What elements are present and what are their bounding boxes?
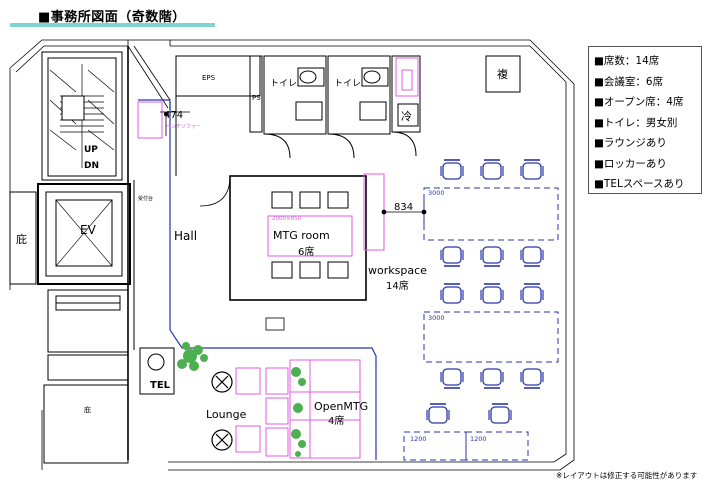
workspace-desks <box>403 187 559 461</box>
plants <box>177 342 306 457</box>
office-chair <box>440 246 464 267</box>
workspace-seats-label: 14席 <box>386 279 409 292</box>
tel-booth <box>139 347 175 395</box>
bench-sofa <box>137 101 163 139</box>
office-chair <box>440 283 464 304</box>
info-item-seats: ■席数：14席 <box>594 55 660 67</box>
office-chair <box>480 246 504 267</box>
mtg-room <box>199 173 385 301</box>
desk-size-d-label: 1200 <box>470 435 487 443</box>
fuku-label: 複 <box>497 67 508 81</box>
niwa-left-label: 庇 <box>16 232 27 246</box>
office-chair <box>520 283 544 304</box>
office-chair <box>440 368 464 389</box>
tel-label: TEL <box>150 380 171 391</box>
exterior-wall-hatching <box>9 39 575 471</box>
open-mtg-seats-label: 4席 <box>328 414 344 427</box>
service-furniture <box>395 57 419 97</box>
open-mtg-label: OpenMTG <box>314 400 368 413</box>
office-chair <box>480 368 504 389</box>
info-item-open-seats: ■オープン席：4席 <box>594 96 684 108</box>
info-item-tel: ■TELスペースあり <box>594 178 685 190</box>
layout-note: ※レイアウトは修正する可能性があります <box>556 471 698 480</box>
mtg-chairs <box>271 191 349 279</box>
info-item-locker: ■ロッカーあり <box>594 157 667 170</box>
office-chair <box>480 159 504 180</box>
office-chair <box>480 283 504 304</box>
office-chair <box>520 246 544 267</box>
workspace-label: workspace <box>368 264 427 277</box>
mtg-room-label: MTG room <box>273 229 330 242</box>
ev-label: EV <box>80 223 97 237</box>
office-chair <box>440 159 464 180</box>
office-chair <box>520 368 544 389</box>
stair-dn-label: DN <box>84 161 99 171</box>
bench-sofa-label: ベンチソファー <box>166 124 201 130</box>
ps-label: PS <box>252 94 261 102</box>
info-item-toilet: ■トイレ：男女別 <box>594 116 678 129</box>
reception-desk <box>265 317 285 331</box>
hall-route <box>138 99 377 460</box>
page-title: ■事務所図面（奇数階） <box>38 10 186 25</box>
office-chair <box>520 159 544 180</box>
toilet-a-label: トイレ <box>270 79 297 89</box>
desk-size-a-label: 3000 <box>428 189 445 197</box>
open-mtg-furniture <box>235 359 361 459</box>
lounge-label: Lounge <box>206 408 247 421</box>
mtg-seats-label: 6席 <box>298 245 314 258</box>
toilet-b-label: トイレ <box>334 79 361 89</box>
title-underline <box>10 23 215 27</box>
desk-size-b-label: 3000 <box>428 314 445 322</box>
service-block <box>175 55 521 176</box>
info-panel: ■席数：14席 ■会議室：6席 ■オープン席：4席 ■トイレ：男女別 ■ラウンジ… <box>588 46 702 194</box>
dim-474-label: 474 <box>164 110 183 121</box>
hall-label: Hall <box>174 229 197 243</box>
rei-label: 冷 <box>401 110 412 123</box>
eps-label: EPS <box>202 74 216 82</box>
info-item-meeting-room: ■会議室：6席 <box>594 75 664 88</box>
lounge-chairs <box>211 371 233 451</box>
niwa-bottom-label: 庇 <box>84 405 91 414</box>
dim-834-label: 834 <box>394 202 413 213</box>
core-structure <box>9 46 135 464</box>
workspace-chairs <box>426 159 544 424</box>
stair-up-label: UP <box>84 145 98 155</box>
desk-size-c-label: 1200 <box>410 435 427 443</box>
office-chair <box>426 403 450 424</box>
reception-label: 受付台 <box>138 195 153 202</box>
info-item-lounge: ■ラウンジあり <box>594 137 667 149</box>
hall-dimension <box>160 111 190 136</box>
mtg-size-label: 2000×850 <box>272 216 302 222</box>
office-chair <box>488 403 512 424</box>
